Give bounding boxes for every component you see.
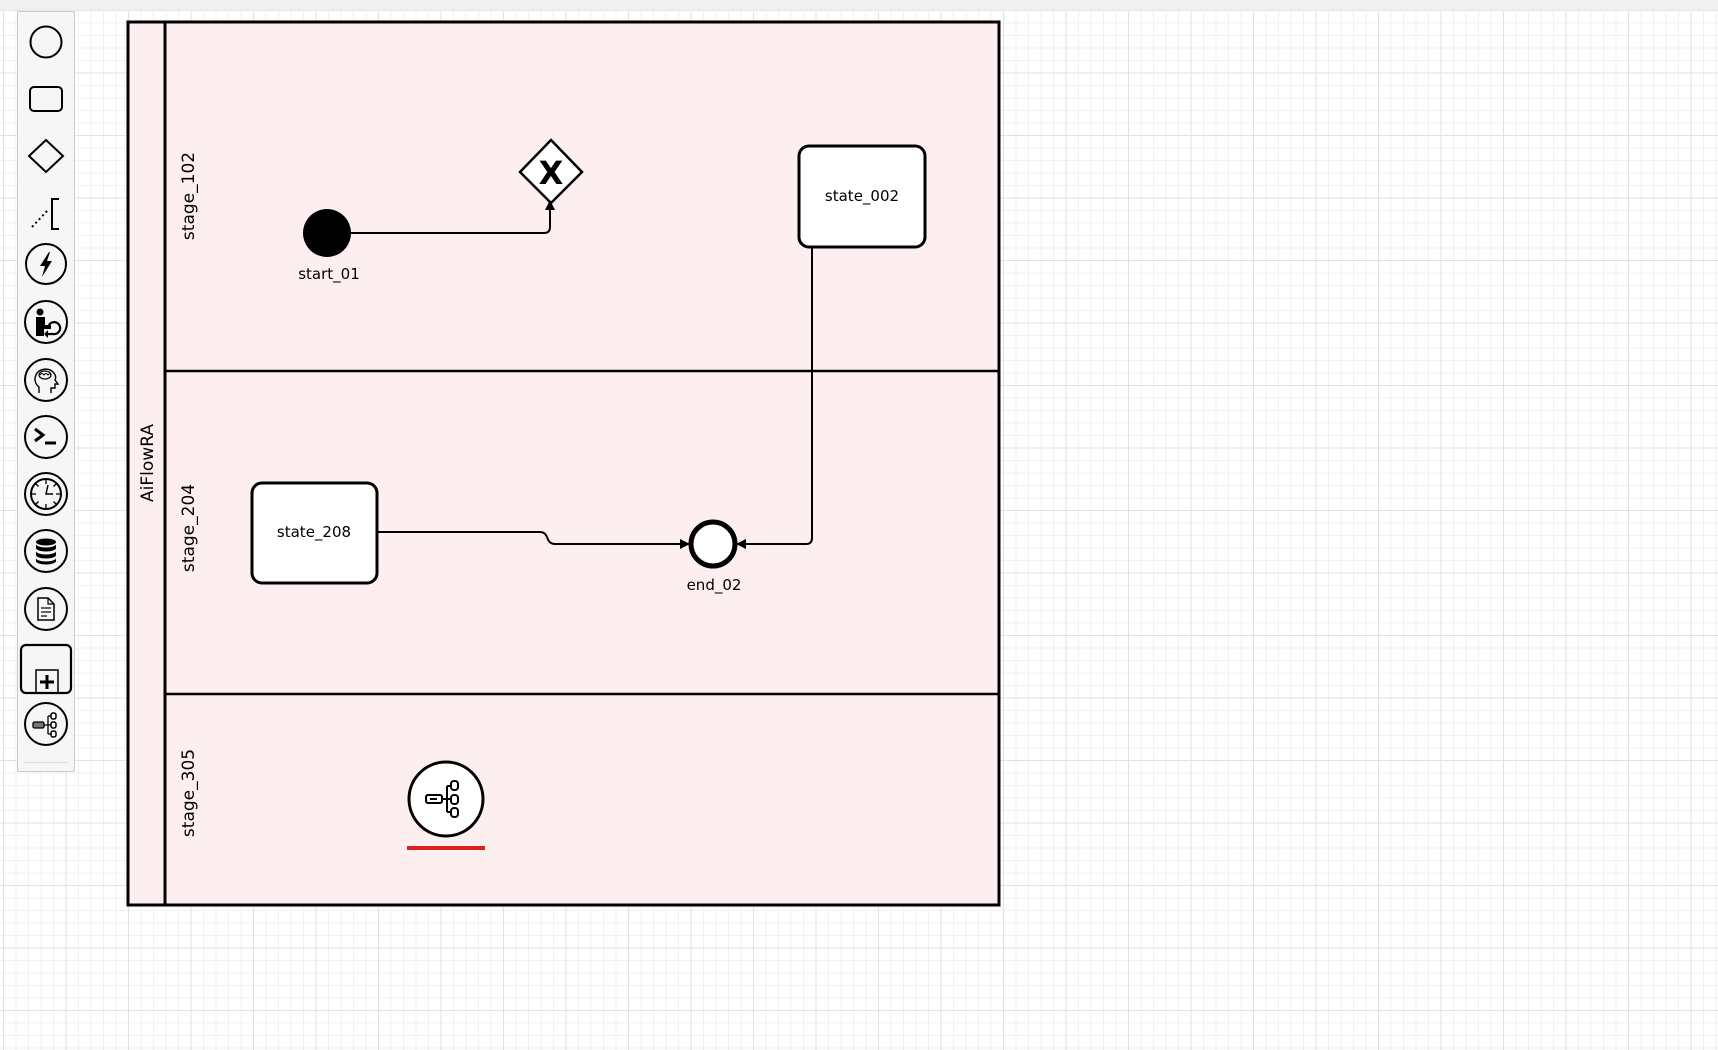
edge-start-to-gateway[interactable] [351,200,555,234]
lane-label: stage_204 [179,484,199,572]
end-event[interactable]: end_02 [687,519,742,595]
task-tool[interactable] [18,84,74,114]
subprocess-tool[interactable] [18,643,74,695]
trigger-event-tool[interactable] [18,242,74,286]
rounded-rect-icon [29,86,63,112]
lane-stage-204[interactable]: stage_204 [179,484,199,572]
gateway-marker: X [539,154,564,192]
ai-task-tool[interactable] [18,357,74,403]
text-annotation-icon [31,198,59,230]
edge-state208-to-end[interactable] [377,531,690,549]
gateway-tool[interactable] [18,138,74,174]
exclusive-gateway[interactable]: X [518,138,584,205]
diamond-icon [27,138,65,174]
database-icon [24,529,68,573]
palette-separator [24,762,68,763]
script-task-tool[interactable] [18,414,74,460]
end-event-label: end_02 [687,576,742,595]
call-activity-tool[interactable] [18,701,74,747]
start-event[interactable]: start_01 [298,209,360,284]
user-icon [24,300,68,344]
document-icon [24,587,68,631]
clock-icon [24,472,68,516]
task-label: state_002 [825,187,899,206]
subprocess-plus-icon [19,643,73,695]
call-activity-node[interactable] [407,760,485,850]
hierarchy-icon [425,780,459,818]
pool-label: AiFlowRA [138,424,158,502]
circle-icon [29,25,63,59]
lane-label: stage_305 [179,749,199,837]
document-tool[interactable] [18,586,74,632]
brain-icon [24,358,68,402]
start-event-tool[interactable] [18,24,74,60]
task-state-208[interactable]: state_208 [250,481,379,585]
lane-label: stage_102 [179,152,199,240]
task-state-002[interactable]: state_002 [797,144,927,249]
user-task-tool[interactable] [18,299,74,345]
top-bar [0,0,1718,11]
lane-stage-305[interactable]: stage_305 [179,749,199,837]
lane-stage-102[interactable]: stage_102 [179,152,199,240]
timer-event-tool[interactable] [18,471,74,517]
start-event-label: start_01 [298,265,360,284]
data-store-tool[interactable] [18,528,74,574]
tool-palette [17,11,75,772]
edge-state002-to-end[interactable] [736,247,813,549]
annotation-tool[interactable] [18,196,74,232]
terminal-icon [24,415,68,459]
hierarchy-icon [24,702,68,746]
task-label: state_208 [277,523,351,542]
lightning-icon [25,243,67,285]
